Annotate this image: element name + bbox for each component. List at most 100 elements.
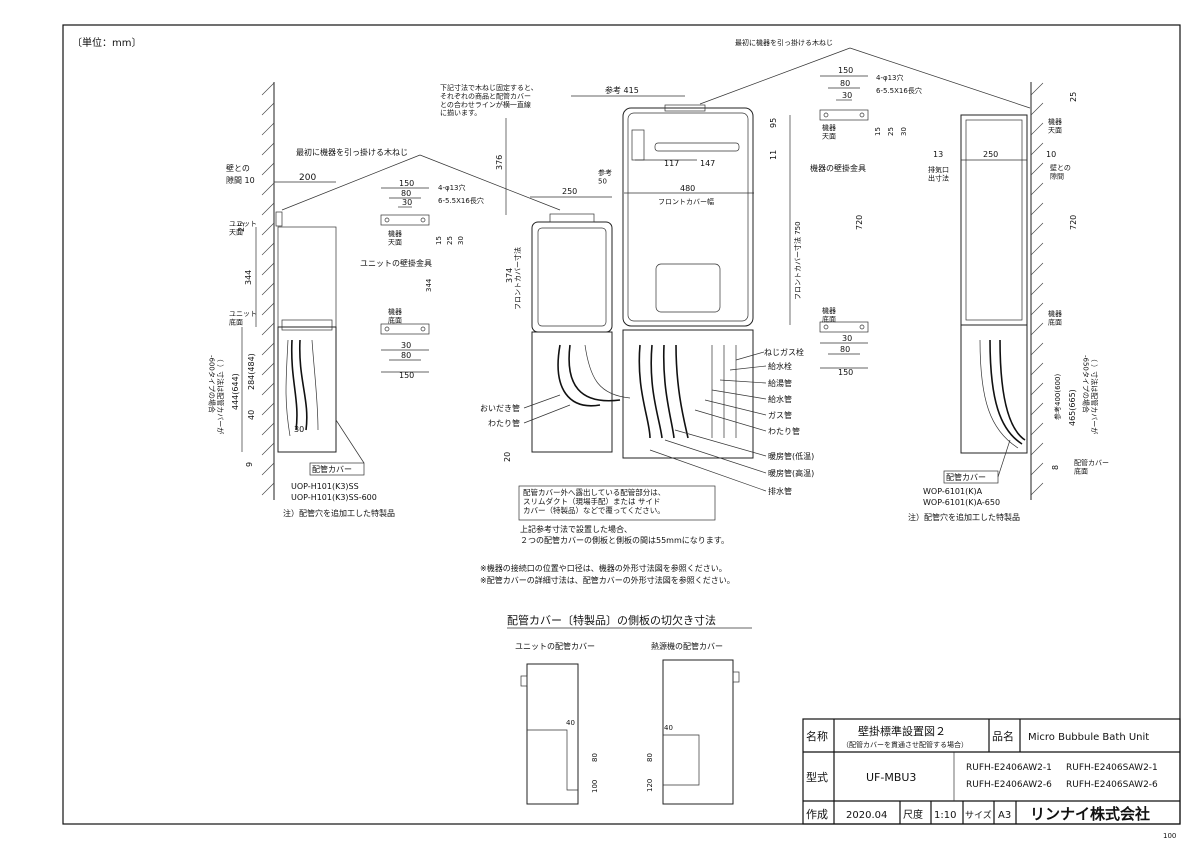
dim-25: 25 [237, 222, 246, 232]
dim-284: 284(484) [247, 353, 256, 390]
svg-text:150: 150 [838, 66, 853, 75]
dim-344: 344 [244, 270, 253, 285]
unit-bracket-caption: ユニットの壁掛金具 [360, 258, 432, 268]
fix-note: 下記寸法で木ねじ固定すると、それぞれの商品と配管カバーとの合わせラインが横一直線… [440, 83, 538, 117]
heater-bracket-caption: 機器の壁掛金具 [810, 163, 866, 173]
dim-30-left: 30 [294, 425, 304, 434]
tb-product-label: 品名 [992, 729, 1014, 743]
heater-wall-bracket: 最初に機器を引っ掛ける木ねじ 150 80 30 4-φ13穴 6-5.5X16… [699, 38, 1031, 377]
right-cover-model-2: WOP-6101(K)A-650 [923, 498, 1000, 507]
svg-text:250: 250 [983, 150, 998, 159]
right-cover-model-1: WOP-6101(K)A [923, 487, 983, 496]
dim-200: 200 [299, 173, 316, 183]
dim-117: 117 [664, 159, 679, 168]
tb-model-3: RUFH-E2406AW2-6 [966, 780, 1052, 790]
heater-screw-note: 最初に機器を引っ掛ける木ねじ [735, 38, 833, 47]
svg-text:機器底面: 機器底面 [388, 307, 402, 324]
unit-cover-caption: ユニットの配管カバー [515, 641, 595, 651]
cutout-detail: 配管カバー〔特製品〕の側板の切欠き寸法 ユニットの配管カバー 熱源機の配管カバー… [507, 613, 752, 805]
pipe-watari-right: わたり管 [768, 426, 800, 436]
svg-text:40: 40 [664, 724, 673, 732]
wall-gap-label: 壁との隙間 10 [226, 163, 255, 185]
tb-product-value: Micro Bubbule Bath Unit [1028, 732, 1149, 743]
dim-40: 40 [247, 410, 256, 420]
svg-text:80: 80 [646, 753, 654, 762]
svg-text:80: 80 [401, 351, 411, 360]
tb-scale-label: 尺度 [903, 808, 923, 821]
tb-model-2: RUFH-E2406SAW2-1 [1066, 763, 1158, 773]
dim-444: 444(644) [231, 373, 240, 410]
pipe-kyusui: 給水管 [768, 394, 792, 404]
svg-text:8: 8 [1051, 465, 1060, 470]
ref-note-2: ２つの配管カバーの側板と側板の間は55mmになります。 [520, 535, 729, 545]
left-vertical-note: （ ）寸法は配管カバーが-600タイプの場合 [208, 355, 225, 434]
svg-text:25: 25 [446, 236, 454, 245]
svg-text:4-φ13穴: 4-φ13穴 [876, 73, 904, 82]
svg-text:15: 15 [435, 236, 443, 245]
svg-text:120: 120 [646, 779, 654, 792]
tb-model-label: 型式 [806, 770, 828, 784]
tb-name-sub: （配管カバーを貫通させ配管する場合） [842, 740, 968, 749]
svg-text:6-5.5X16長穴: 6-5.5X16長穴 [876, 86, 922, 95]
svg-text:15: 15 [874, 127, 882, 136]
svg-text:25: 25 [887, 127, 895, 136]
right-vertical-note: （ ）寸法は配管カバーが-650タイプの場合 [1082, 355, 1099, 434]
pipe-danbo-high: 暖房管(高温) [768, 468, 814, 478]
tb-company: リンナイ株式会社 [1030, 805, 1150, 823]
tb-size-value: A3 [998, 810, 1011, 821]
unit-bottom-label: ユニット底面 [229, 310, 257, 326]
exhaust-label: 排気口出寸法 [928, 165, 949, 182]
front-width-label: フロントカバー幅 [658, 197, 714, 206]
svg-text:150: 150 [838, 368, 853, 377]
unit-label: 〔単位：mm〕 [72, 36, 141, 49]
unit-wall-bracket: 150 80 30 4-φ13穴 6-5.5X16長穴 機器天面 機器底面 15… [360, 179, 484, 380]
svg-text:80: 80 [840, 345, 850, 354]
tb-size-label: サイズ [965, 809, 992, 821]
svg-text:機器天面: 機器天面 [822, 123, 836, 140]
svg-text:344: 344 [425, 278, 433, 292]
svg-text:4-φ13穴: 4-φ13穴 [438, 183, 466, 192]
pipe-kyuto: 給湯管 [768, 378, 792, 388]
heater-cover-caption: 熱源機の配管カバー [651, 641, 723, 651]
svg-text:10: 10 [1046, 150, 1056, 159]
tb-name-value: 壁掛標準設置図２ [858, 724, 946, 738]
svg-text:80: 80 [840, 79, 850, 88]
pipe-haisui: 排水管 [768, 486, 792, 496]
svg-text:30: 30 [842, 91, 852, 100]
tb-scale-value: 1:10 [934, 810, 956, 821]
title-block: 名称 壁掛標準設置図２ （配管カバーを貫通させ配管する場合） 品名 Micro … [802, 718, 1181, 825]
dim-147: 147 [700, 159, 715, 168]
dim-11: 11 [769, 150, 778, 160]
svg-text:30: 30 [402, 198, 412, 207]
dim-9: 9 [245, 462, 254, 467]
page-number: 100 [1163, 832, 1176, 840]
ref-note-1: 上記参考寸法で設置した場合、 [520, 524, 632, 534]
note-connection: ※機器の接続口の位置や口径は、機器の外形寸法図を参照ください。 [480, 563, 727, 573]
svg-text:13: 13 [933, 150, 943, 159]
right-top-label: 機器天面 [1048, 117, 1062, 134]
ref-400: 参考400(600) [1053, 374, 1062, 420]
drawing-frame [62, 24, 1181, 825]
front-h-big: フロントカバー寸法 750 [793, 221, 802, 300]
left-screw-note: 最初に機器を引っ掛ける木ねじ [296, 147, 408, 157]
pipe-neji-gas: ねじガス栓 [764, 347, 804, 357]
tb-made-label: 作成 [806, 808, 828, 821]
exposed-pipe-note: 配管カバー外へ露出している配管部分は、スリムダクト（現場手配）または サイドカバ… [523, 487, 665, 515]
front-h-small: フロントカバー寸法 [513, 247, 522, 310]
pipe-danbo-low: 暖房管(低温) [768, 451, 814, 461]
tb-name-label: 名称 [806, 729, 828, 743]
svg-text:6-5.5X16長穴: 6-5.5X16長穴 [438, 196, 484, 205]
svg-text:30: 30 [842, 334, 852, 343]
left-cover-model-1: UOP-H101(K3)SS [291, 482, 359, 491]
center-front-view: 下記寸法で木ねじ固定すると、それぞれの商品と配管カバーとの合わせラインが横一直線… [440, 83, 814, 585]
cutout-title: 配管カバー〔特製品〕の側板の切欠き寸法 [507, 613, 716, 627]
tb-made-value: 2020.04 [846, 810, 887, 821]
right-cover-label: 配管カバー [946, 472, 986, 482]
dim-ref-415: 参考 415 [605, 85, 639, 95]
left-cover-label: 配管カバー [312, 464, 352, 474]
right-special-note: 注）配管穴を追加工した特製品 [908, 512, 1020, 522]
dim-20: 20 [503, 452, 512, 462]
pipe-kyusui-sen: 給水栓 [768, 361, 792, 371]
